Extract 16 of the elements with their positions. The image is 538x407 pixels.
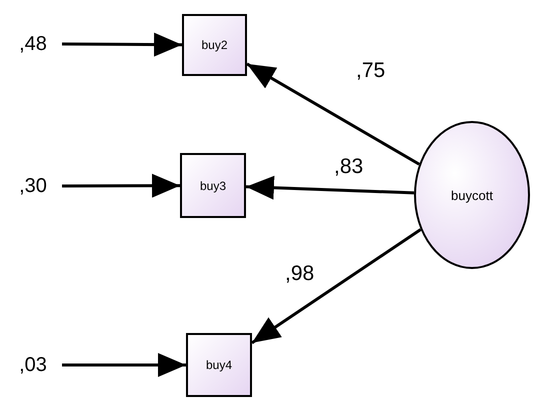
latent-variable-label: buycott [451, 188, 493, 202]
path-coefficient: ,98 [285, 263, 314, 284]
error-variance: ,03 [8, 351, 58, 379]
observed-variable-box: buy2 [182, 14, 247, 76]
path-arrow [62, 32, 182, 57]
observed-variable-box: buy4 [186, 333, 252, 397]
observed-variable-box: buy3 [180, 153, 246, 218]
path-arrow [246, 176, 414, 200]
path-coefficient: ,75 [356, 60, 386, 81]
path-coefficient: ,83 [334, 156, 364, 177]
error-variance: ,48 [8, 30, 58, 58]
path-arrow [246, 62, 420, 166]
error-variance: ,30 [8, 172, 58, 200]
path-arrow [62, 353, 186, 377]
path-arrow [62, 174, 180, 198]
path-arrow [251, 228, 422, 344]
